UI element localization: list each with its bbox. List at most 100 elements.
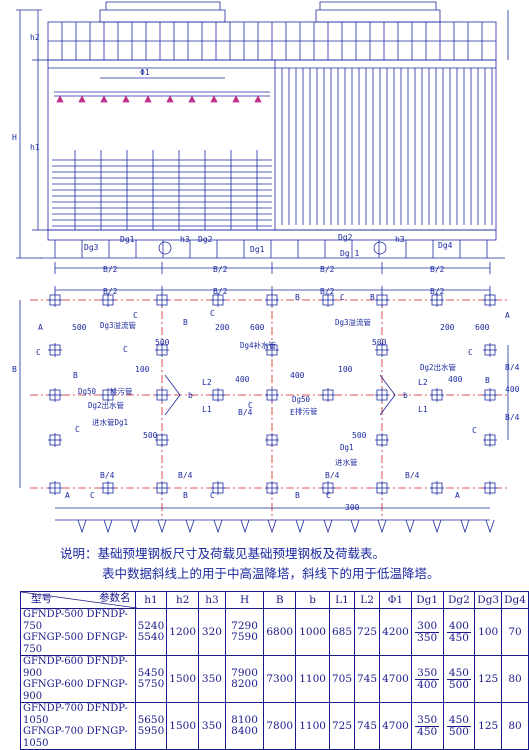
h3-cell: 350 (198, 702, 226, 750)
label-C-6: C (248, 401, 253, 410)
dim-b-half-5: B/2 (103, 287, 118, 296)
label-dg4: Dg4 (438, 241, 453, 250)
dim-500-e: 500 (352, 431, 367, 440)
label-C-8: C (90, 491, 95, 500)
dg2-2b: 500 (448, 678, 469, 691)
embedded-plate (375, 293, 389, 307)
dim-500-b: 500 (155, 338, 170, 347)
label-dg50-left: Dg50 (78, 387, 97, 396)
model-2a: GFNDP-600 DFNDP-900 (23, 656, 128, 679)
nozzle (122, 95, 130, 103)
label-C-11: C (472, 426, 477, 435)
H-2b: 8200 (231, 678, 258, 690)
embedded-plate (483, 343, 497, 357)
header-H: H (224, 591, 265, 609)
phi1-cell: 4700 (379, 702, 412, 750)
anchor-bolt (323, 519, 333, 534)
anchor-bolt (103, 519, 113, 534)
dim-l2-left: L2 (202, 378, 212, 387)
embedded-plate (211, 293, 225, 307)
header-Dg3: Dg3 (474, 591, 503, 609)
dim-l1-left: L1 (202, 405, 212, 414)
h2-cell: 1500 (166, 702, 200, 750)
dim-b4-b: B/4 (505, 413, 520, 422)
anchor-bolt (377, 519, 387, 534)
embedded-plate (48, 481, 62, 495)
nozzle (188, 95, 196, 103)
L1-cell: 705 (328, 655, 356, 703)
B-cell: 7300 (263, 655, 297, 703)
embedded-plate (101, 388, 115, 402)
fan-stack-right (315, 9, 441, 23)
note-line-1: 说明：基础预埋钢板尺寸及荷载见基础预埋钢板及荷载表。 (60, 546, 386, 561)
fill-louvers (281, 68, 493, 225)
anchor-bolts (77, 519, 495, 534)
dim-b4-f: B/4 (325, 471, 340, 480)
embedded-plate (321, 388, 335, 402)
label-C-10: C (326, 491, 331, 500)
dim-b-right: b (403, 391, 408, 400)
anchor-bolt (350, 519, 360, 534)
model-3b: GFNGP-700 DFNGP-1050 (23, 726, 128, 749)
embedded-plate (483, 481, 497, 495)
L1-cell: 685 (328, 608, 356, 656)
B-cell: 7800 (263, 702, 297, 750)
H-3b: 8400 (231, 725, 258, 737)
label-h3-left: h3 (180, 235, 190, 244)
dim-400-a: 400 (235, 375, 250, 384)
embedded-plate (321, 481, 335, 495)
anchor-bolt (485, 519, 495, 534)
dim-200-a: 200 (215, 323, 230, 332)
Dg3-cell: 100 (474, 608, 503, 656)
label-dg1-right: Dg 1 (340, 249, 359, 258)
label-C-2: C (133, 311, 138, 320)
inlet-pipe-right (373, 241, 387, 255)
embedded-plate (265, 481, 279, 495)
header-B: B (263, 591, 297, 609)
dim-400-d: 400 (505, 385, 520, 394)
header-Dg2: Dg2 (442, 591, 476, 609)
label-A-1: A (38, 323, 43, 332)
header-model-param: 型号 参数名 (20, 591, 137, 609)
dim-l1-right: L1 (418, 405, 428, 414)
embedded-plate (321, 293, 335, 307)
embedded-plate (430, 388, 444, 402)
dim-b4-g: B/4 (405, 471, 420, 480)
label-inlet-left: 进水管Dg1 (92, 417, 128, 427)
label-A-2: A (505, 311, 510, 320)
spray-nozzles (56, 95, 262, 103)
anchor-bolt (157, 519, 167, 534)
B-cell: 6800 (263, 608, 297, 656)
dim-H: H (12, 133, 17, 142)
anchor-bolt (405, 519, 415, 534)
model-1b: GFNGP-500 DFNGP-750 (23, 632, 128, 655)
note-line-2: 表中数据斜线上的用于中高温降塔，斜线下的用于低温降塔。 (102, 566, 440, 581)
label-dg2-left: Dg2 (198, 235, 213, 244)
label-dg1-plan: Dg1 (340, 443, 354, 452)
H-1a: 7290 (231, 620, 258, 632)
label-C-3: C (210, 309, 215, 318)
dim-400-c: 400 (290, 371, 305, 380)
h1-1b: 5540 (137, 631, 165, 643)
pipe-diagonal-left (164, 374, 181, 416)
label-C-7: C (123, 345, 128, 354)
h3-cell: 350 (198, 655, 226, 703)
label-dg2-outlet-right: Dg2出水管 (420, 362, 457, 372)
label-dg1-left: Dg1 (120, 235, 135, 244)
dg2-3a: 450 (446, 713, 471, 727)
embedded-plate (375, 481, 389, 495)
label-dg1-mid: Dg1 (250, 245, 265, 254)
H-3a: 8100 (231, 714, 258, 726)
dg2-1a: 400 (446, 619, 471, 633)
embedded-plate (375, 388, 389, 402)
embedded-plates (48, 293, 497, 495)
dim-b-half-6: B/2 (213, 287, 228, 296)
L2-cell: 745 (354, 702, 381, 750)
